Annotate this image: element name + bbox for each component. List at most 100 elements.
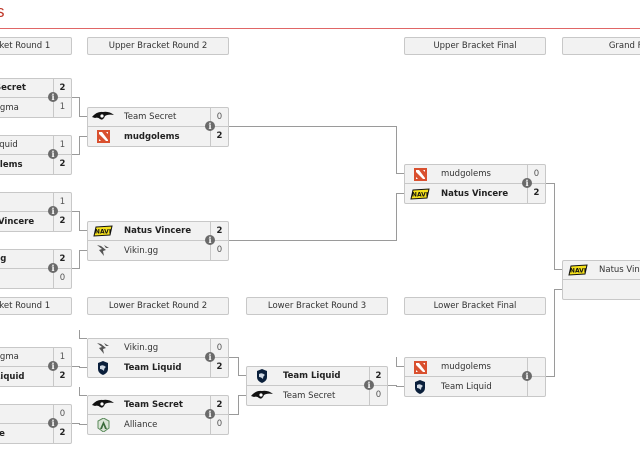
team-name: Team Secret bbox=[124, 400, 183, 410]
info-icon[interactable]: i bbox=[48, 92, 58, 102]
team-row[interactable] bbox=[563, 280, 640, 299]
team-row[interactable]: 0 bbox=[0, 269, 71, 288]
team-secret-logo-icon bbox=[88, 108, 118, 127]
connector-line bbox=[396, 193, 404, 194]
team-score: 1 bbox=[53, 347, 71, 367]
svg-text:NAVI: NAVI bbox=[95, 229, 111, 236]
connector-line bbox=[238, 395, 239, 415]
info-icon[interactable]: i bbox=[48, 149, 58, 159]
liquid-logo-icon bbox=[405, 377, 435, 396]
team-secret-logo-icon bbox=[88, 396, 118, 415]
team-score: 2 bbox=[53, 78, 71, 98]
team-name: Natus Vincere bbox=[441, 188, 509, 199]
team-row[interactable]: Team Liquid 2 bbox=[88, 358, 228, 377]
connector-line bbox=[79, 338, 87, 339]
team-row[interactable]: NAVI Natus Vincere 2 bbox=[405, 184, 545, 203]
team-name: Team Secret bbox=[124, 112, 177, 122]
connector-line bbox=[396, 126, 397, 174]
team-secret-logo-icon bbox=[247, 386, 277, 405]
team-score: 2 bbox=[369, 366, 387, 386]
team-row[interactable]: Alliance2 bbox=[0, 424, 71, 443]
info-icon[interactable]: i bbox=[48, 206, 58, 216]
team-logo-icon bbox=[563, 280, 593, 299]
navi-logo-icon: NAVI bbox=[405, 184, 435, 203]
title-divider bbox=[0, 28, 640, 29]
connector-line bbox=[79, 250, 80, 269]
team-row[interactable]: 1 bbox=[0, 192, 71, 212]
team-score: 2 bbox=[53, 367, 71, 386]
info-icon[interactable]: i bbox=[48, 361, 58, 371]
team-row[interactable]: Team Sigma 1 bbox=[0, 347, 71, 367]
team-row[interactable]: 0 bbox=[0, 404, 71, 424]
connector-line bbox=[79, 387, 80, 396]
match-ub-r1-m4[interactable]: Vikin.gg20 bbox=[0, 249, 72, 289]
connector-line bbox=[79, 330, 80, 339]
liquid-logo-icon bbox=[247, 367, 277, 386]
connector-line bbox=[396, 193, 397, 241]
team-score bbox=[527, 377, 545, 396]
connector-line bbox=[79, 136, 87, 137]
team-name: Team Sigma bbox=[0, 352, 19, 362]
team-score: 2 bbox=[210, 127, 228, 146]
info-icon[interactable]: i bbox=[205, 352, 215, 362]
page-title: s bbox=[0, 2, 5, 21]
team-row[interactable]: mudgolems 2 bbox=[88, 127, 228, 146]
info-icon[interactable]: i bbox=[364, 380, 374, 390]
team-row[interactable]: Team Liquid1 bbox=[0, 135, 71, 155]
connector-line bbox=[215, 240, 396, 241]
connector-line bbox=[396, 357, 397, 367]
info-icon[interactable]: i bbox=[48, 418, 58, 428]
info-icon[interactable]: i bbox=[48, 263, 58, 273]
info-icon[interactable]: i bbox=[522, 178, 532, 188]
connector-line bbox=[79, 424, 87, 425]
connector-line bbox=[79, 395, 87, 396]
round-header-lower-final: Lower Bracket Final bbox=[404, 297, 546, 315]
team-row[interactable]: Team Secret 2 bbox=[0, 78, 71, 98]
team-score: 2 bbox=[210, 358, 228, 377]
connector-line bbox=[79, 97, 80, 117]
connector-line bbox=[79, 230, 87, 231]
connector-line bbox=[238, 395, 246, 396]
team-row[interactable]: Vikin.gg2 bbox=[0, 249, 71, 269]
team-score: 0 bbox=[53, 269, 71, 288]
info-icon[interactable]: i bbox=[205, 235, 215, 245]
team-name: Team Liquid bbox=[0, 140, 18, 150]
match-ub-r1-m2[interactable]: Team Liquid1mudgolems2 bbox=[0, 135, 72, 175]
connector-line bbox=[79, 211, 80, 231]
info-icon[interactable]: i bbox=[205, 409, 215, 419]
info-icon[interactable]: i bbox=[205, 121, 215, 131]
team-row[interactable]: mudgolems bbox=[405, 357, 545, 377]
team-score: 2 bbox=[53, 424, 71, 443]
connector-line bbox=[396, 386, 404, 387]
connector-line bbox=[79, 116, 87, 117]
team-row[interactable]: Team Sigma1 bbox=[0, 98, 71, 117]
liquid-logo-icon bbox=[88, 358, 118, 377]
vikin-logo-icon bbox=[88, 339, 118, 358]
team-name: Team Secret bbox=[0, 83, 26, 93]
team-score: 2 bbox=[527, 184, 545, 203]
match-lb-r1-m2[interactable]: 0Alliance2 bbox=[0, 404, 72, 444]
team-row[interactable]: Team Liquid bbox=[405, 377, 545, 396]
team-name: mudgolems bbox=[124, 131, 180, 142]
info-icon[interactable]: i bbox=[522, 371, 532, 381]
team-name: Team Liquid bbox=[124, 362, 182, 373]
